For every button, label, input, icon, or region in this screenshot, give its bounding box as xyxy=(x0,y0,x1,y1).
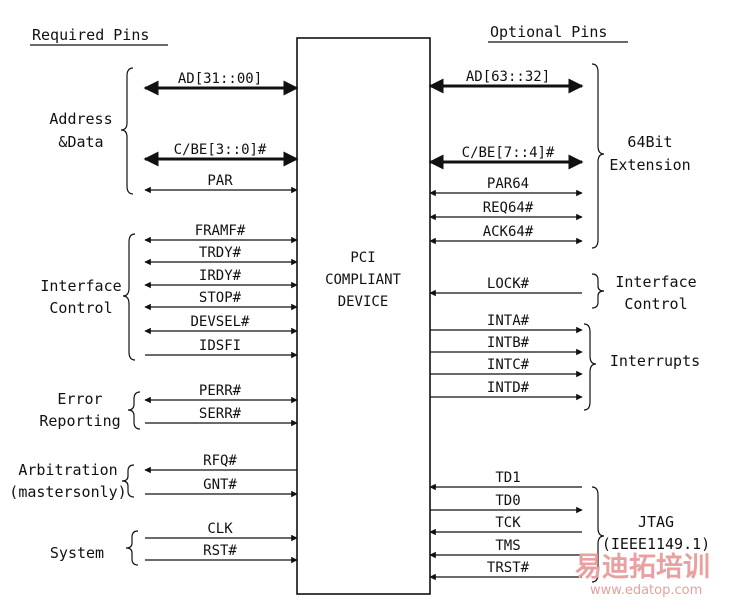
left-group-address-data-line-2: &Data xyxy=(58,133,103,151)
left-group-error-reporting-line-2: Reporting xyxy=(39,412,120,430)
right-group-64bit-line-2: Extension xyxy=(609,156,690,174)
right-signal-label-2: PAR64 xyxy=(487,176,529,192)
watermark-url: www.edatop.com xyxy=(590,583,702,598)
left-signal-label-2: PAR xyxy=(207,173,233,189)
left-signal-label-11: RFQ# xyxy=(203,453,237,469)
watermark-brand: 易迪拓培训 xyxy=(575,552,710,583)
right-signal-label-6: INTA# xyxy=(487,313,530,329)
left-signal-label-14: RST# xyxy=(203,543,237,559)
left-group-address-data-line-1: Address xyxy=(49,110,112,128)
brace-left-interface-control xyxy=(122,233,136,361)
header-required-pins: Required Pins xyxy=(32,26,149,44)
right-signal-label-14: TRST# xyxy=(487,560,530,576)
right-signal-label-7: INTB# xyxy=(487,335,530,351)
left-group-arbitration-line-2: (mastersonly) xyxy=(9,483,126,501)
right-signals: AD[63::32]C/BE[7::4]#PAR64REQ64#ACK64#LO… xyxy=(428,69,584,581)
device-label-line-1: PCI xyxy=(350,250,375,266)
left-signal-label-3: FRAMF# xyxy=(195,223,246,239)
left-signal-label-12: GNT# xyxy=(203,477,237,493)
right-signal-label-3: REQ64# xyxy=(483,200,534,216)
brace-right-interface-control xyxy=(591,273,605,309)
right-signal-label-1: C/BE[7::4]# xyxy=(462,145,555,161)
right-signal-label-10: TD1 xyxy=(495,470,520,486)
right-group-interrupts-line-1: Interrupts xyxy=(610,352,700,370)
left-group-system-line-1: System xyxy=(50,544,104,562)
brace-right-interrupts xyxy=(583,323,597,411)
right-signal-label-11: TD0 xyxy=(495,493,520,509)
left-signal-label-8: IDSFI xyxy=(199,338,241,354)
right-signal-label-13: TMS xyxy=(495,538,520,554)
left-signal-label-10: SERR# xyxy=(199,406,242,422)
left-signal-label-1: C/BE[3::0]# xyxy=(174,142,267,158)
right-group-jtag-line-2: (IEEE1149.1) xyxy=(602,535,710,553)
left-group-arbitration-line-1: Arbitration xyxy=(18,461,117,479)
right-signal-label-12: TCK xyxy=(495,515,521,531)
header-optional-pins: Optional Pins xyxy=(490,23,607,41)
brace-left-arbitration xyxy=(121,464,135,498)
left-group-interface-control-line-1: Interface xyxy=(40,277,121,295)
left-signal-label-13: CLK xyxy=(207,521,233,537)
left-signal-label-4: TRDY# xyxy=(199,245,242,261)
left-group-error-reporting-line-1: Error xyxy=(57,390,102,408)
right-signal-label-9: INTD# xyxy=(487,380,530,396)
brace-left-error-reporting xyxy=(127,391,141,430)
right-group-interface-control-line-1: Interface xyxy=(615,273,696,291)
brace-right-jtag xyxy=(591,486,605,583)
left-signals: AD[31::00]C/BE[3::0]#PARFRAMF#TRDY#IRDY#… xyxy=(143,71,299,564)
brace-left-address-data xyxy=(120,67,134,195)
device-label-line-2: COMPLIANT xyxy=(325,272,401,288)
right-signal-label-5: LOCK# xyxy=(487,276,530,292)
brace-left-system xyxy=(125,530,139,566)
right-signal-label-4: ACK64# xyxy=(483,224,534,240)
left-signal-label-5: IRDY# xyxy=(199,268,242,284)
right-group-interface-control-line-2: Control xyxy=(624,295,687,313)
right-signal-label-8: INTC# xyxy=(487,357,530,373)
left-signal-label-9: PERR# xyxy=(199,383,242,399)
right-group-jtag-line-1: JTAG xyxy=(638,513,674,531)
left-signal-label-0: AD[31::00] xyxy=(178,71,262,87)
left-group-interface-control-line-2: Control xyxy=(49,299,112,317)
left-signal-label-7: DEVSEL# xyxy=(190,314,250,330)
left-signal-label-6: STOP# xyxy=(199,290,242,306)
device-box xyxy=(296,37,431,595)
brace-right-64bit xyxy=(591,63,605,249)
device-label-line-3: DEVICE xyxy=(338,294,389,310)
right-group-64bit-line-1: 64Bit xyxy=(627,133,672,151)
right-signal-label-0: AD[63::32] xyxy=(466,69,550,85)
